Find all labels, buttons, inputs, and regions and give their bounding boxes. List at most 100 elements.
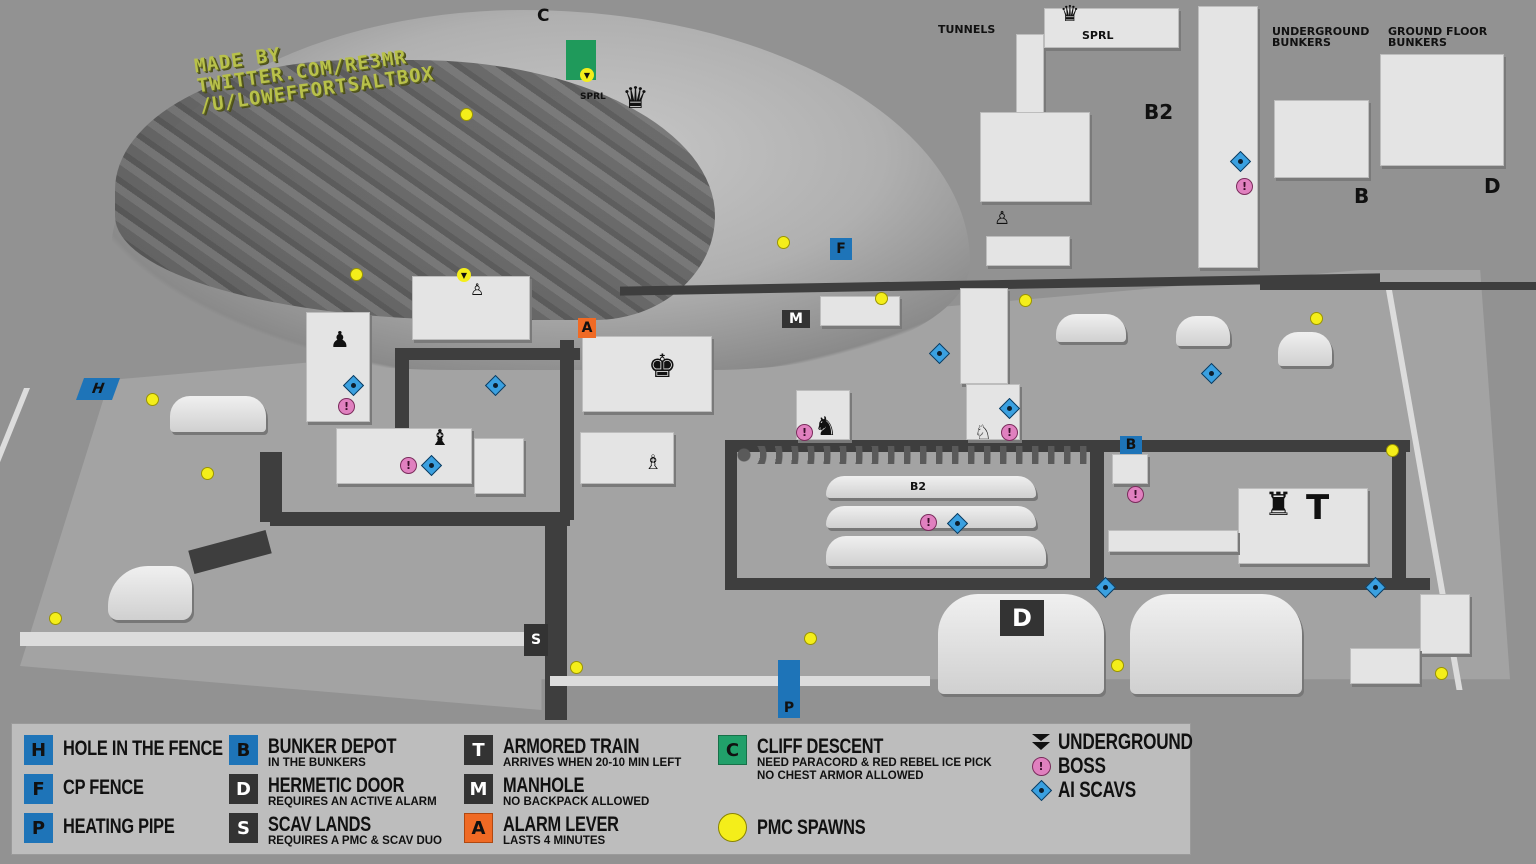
legend-title: CLIFF DESCENT (757, 735, 884, 758)
badge-t: T (464, 735, 493, 765)
pmc-spawn-icon (777, 236, 790, 249)
road-center-west (725, 440, 737, 590)
pmc-spawn-icon (1019, 294, 1032, 307)
legend-item-boss: ! BOSS (1030, 753, 1119, 778)
road-hq-east (560, 340, 574, 520)
road-hq-loop (400, 348, 580, 360)
boss-icon: ! (796, 424, 813, 441)
fence-west (0, 388, 30, 638)
road-west-curve (260, 452, 282, 522)
exit-marker-cliff-descent[interactable]: C (537, 6, 550, 26)
badge-b: B (229, 735, 258, 765)
queen-icon-radar: ♛ (622, 81, 649, 116)
pmc-spawn-icon (49, 612, 62, 625)
underground-icon-sprl: ▼ (580, 68, 594, 82)
knight-icon-crane: ♞ (814, 412, 838, 442)
exit-marker-hermetic-door[interactable]: D (1000, 600, 1044, 636)
legend-item-ai-scavs: AI SCAVS (1030, 777, 1158, 802)
building-long-shed (960, 288, 1008, 384)
tent-northeast-3 (1278, 332, 1332, 366)
tunnels-exit (986, 236, 1070, 266)
boss-icon: ! (400, 457, 417, 474)
label-tunnels: TUNNELS (938, 23, 996, 36)
inset-letter-d: D (1484, 174, 1501, 198)
label-ground-floor-bunkers: GROUND FLOOR BUNKERS (1388, 25, 1488, 49)
ground-floor-bunkers (1380, 54, 1504, 166)
legend-title: AI SCAVS (1058, 777, 1136, 802)
legend-title: MANHOLE (503, 774, 585, 797)
legend-subtitle: REQUIRES AN ACTIVE ALARM (268, 796, 437, 808)
legend-subtitle: NO CHEST ARMOR ALLOWED (757, 770, 924, 782)
boss-icon: ! (1127, 486, 1144, 503)
pmc-spawn-icon (460, 108, 473, 121)
legend-subtitle: LASTS 4 MINUTES (503, 835, 606, 847)
legend-title: HEATING PIPE (63, 815, 175, 838)
rook-icon-station: ♜ (1264, 485, 1293, 523)
boss-icon: ! (1030, 756, 1052, 776)
exit-marker-cp-fence[interactable]: F (830, 238, 852, 260)
badge-h: H (24, 735, 53, 765)
building-cp-south (580, 432, 674, 484)
pmc-spawn-icon (875, 292, 888, 305)
legend-subtitle: ARRIVES WHEN 20-10 MIN LEFT (503, 757, 682, 769)
legend-subtitle: NO BACKPACK ALLOWED (503, 796, 650, 808)
legend-title: ARMORED TRAIN (503, 735, 640, 758)
exit-marker-scav-lands[interactable]: S (524, 624, 548, 656)
road-south (730, 578, 1430, 590)
label-b2-main: B2 (910, 480, 927, 493)
badge-m: M (464, 774, 493, 804)
exit-marker-armored-train[interactable]: T (1306, 488, 1330, 528)
badge-f: F (24, 774, 53, 804)
pawn-icon-tunnels: ♙ (994, 208, 1011, 229)
building-command-post (582, 336, 712, 412)
building-hq-north (412, 276, 530, 340)
legend-icons-group: UNDERGROUND ! BOSS AI SCAVS (1030, 731, 1231, 804)
tent-southwest (108, 566, 192, 620)
bishop-icon-hq: ♝ (430, 426, 450, 451)
pmc-spawn-icon (570, 661, 583, 674)
tunnels-shaft (1016, 34, 1044, 114)
pmc-spawn-icon (1386, 444, 1399, 457)
pmc-spawn-icon (146, 393, 159, 406)
boss-icon: ! (1236, 178, 1253, 195)
tent-west (170, 396, 266, 432)
bishop-icon-cp: ♗ (644, 450, 662, 474)
legend-item-hole-in-fence: H HOLE IN THE FENCE (24, 735, 268, 765)
pmc-spawn-icon (1435, 667, 1448, 680)
building-southeast-2 (1350, 648, 1420, 684)
road-west (270, 512, 570, 526)
building-train-station (1238, 488, 1368, 564)
building-southeast (1420, 594, 1470, 654)
bunkers-main-hall (1198, 6, 1258, 268)
legend-item-underground: UNDERGROUND (1030, 731, 1231, 753)
tent-northeast-2 (1176, 316, 1230, 346)
badge-p: P (24, 813, 53, 843)
legend-item-heating-pipe: P HEATING PIPE (24, 813, 206, 843)
badge-c: C (718, 735, 747, 765)
label-b2-inset: B2 (1144, 100, 1174, 124)
legend-title: HERMETIC DOOR (268, 774, 405, 797)
pmc-spawn-icon (718, 813, 747, 842)
exit-marker-alarm-lever[interactable]: A (578, 318, 596, 338)
pmc-spawn-icon (1310, 312, 1323, 325)
legend-title: PMC SPAWNS (757, 815, 866, 839)
legend-subtitle: NEED PARACORD & RED REBEL ICE PICK (757, 757, 992, 769)
building-hq-annex (474, 438, 524, 494)
road-northeast (1260, 282, 1536, 290)
exit-marker-bunker-depot[interactable]: B (1120, 436, 1142, 454)
map-legend: H HOLE IN THE FENCE F CP FENCE P HEATING… (11, 723, 1193, 855)
exit-marker-manhole[interactable]: M (782, 310, 810, 328)
badge-d: D (229, 774, 258, 804)
road-train-west (1090, 440, 1104, 590)
legend-subtitle: REQUIRES A PMC & SCAV DUO (268, 835, 443, 847)
legend-title: BOSS (1058, 753, 1106, 778)
exit-marker-heating-pipe[interactable]: P (778, 660, 800, 718)
boss-icon: ! (338, 398, 355, 415)
building-bunker-depot (1112, 454, 1148, 484)
